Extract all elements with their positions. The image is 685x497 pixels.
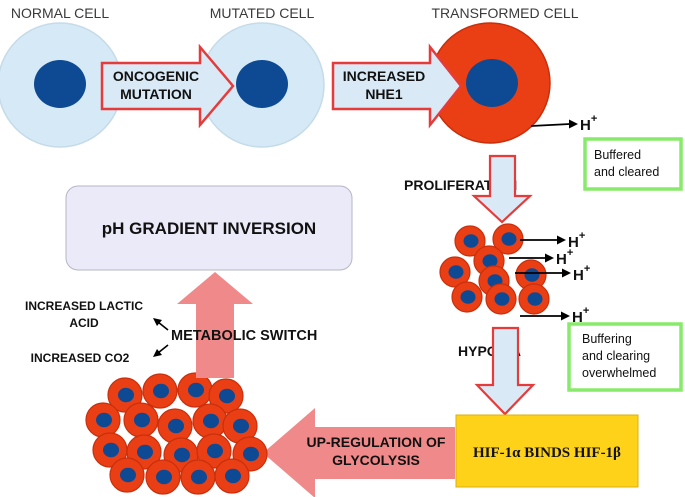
tumor-cell-nucleus [527, 292, 543, 306]
svg-text:H+: H+ [573, 263, 590, 284]
tumor-cell-nucleus [174, 447, 190, 463]
hypoxia-arrow [474, 326, 536, 416]
oncogenic-label-line1: ONCOGENIC [113, 68, 199, 84]
tumor-cell-nucleus [243, 446, 259, 462]
lactic-acid-label-line2: ACID [69, 316, 99, 330]
buffering-overwhelmed-box: Buffering and clearing overwhelmed [567, 322, 683, 392]
svg-text:H+: H+ [572, 305, 589, 326]
tumor-cell-nucleus [203, 413, 219, 429]
co2-arrow [153, 344, 169, 357]
tumor-cell-nucleus [96, 412, 112, 428]
label-transformed-cell: TRANSFORMED CELL [431, 5, 578, 21]
nhe1-label-line2: NHE1 [365, 86, 403, 102]
proliferation-arrow [471, 154, 533, 224]
svg-text:Buffered: Buffered [594, 148, 641, 162]
buffered-cleared-box: Buffered and cleared [583, 137, 683, 191]
tumor-cell-nucleus [524, 268, 540, 282]
tumor-cell [180, 459, 216, 495]
tumor-cell-nucleus [448, 265, 464, 279]
glycolysis-arrow: UP-REGULATION OF GLYCOLYSIS [263, 408, 455, 497]
ph-gradient-box: pH GRADIENT INVERSION [65, 185, 353, 271]
lactic-acid-arrow [153, 318, 169, 331]
tumor-cell [492, 223, 524, 255]
tumor-cell-nucleus [463, 234, 479, 248]
tumor-cell [145, 459, 181, 495]
metabolic-switch-label: METABOLIC SWITCH [171, 328, 317, 344]
tumor-cell-nucleus [118, 387, 134, 403]
proton-cluster-2: H+ [509, 247, 573, 268]
tumor-cell [177, 372, 213, 408]
tumor-cell-nucleus [219, 388, 235, 404]
tumor-cell [485, 283, 517, 315]
tumor-cell [439, 256, 471, 288]
tumor-cell [92, 432, 128, 468]
nhe1-label-line1: INCREASED [343, 68, 425, 84]
tumor-cell [142, 373, 178, 409]
tumor-cell-nucleus [225, 468, 241, 484]
tumor-cell [192, 403, 228, 439]
tumor-cell [222, 408, 258, 444]
transformed-cell-nucleus [466, 59, 518, 107]
proton-transformed: H+ [530, 113, 597, 134]
increased-nhe1-arrow: INCREASED NHE1 [331, 43, 463, 129]
glycolytic-cell-mass [85, 372, 268, 495]
tumor-cell-nucleus [233, 418, 249, 434]
svg-text:H+: H+ [556, 247, 573, 268]
oncogenic-mutation-arrow: ONCOGENIC MUTATION [100, 43, 235, 129]
tumor-cell-nucleus [188, 382, 204, 398]
svg-text:and cleared: and cleared [594, 165, 659, 179]
svg-text:GLYCOLYSIS: GLYCOLYSIS [332, 452, 420, 468]
tumor-cell-nucleus [494, 292, 510, 306]
proton-cluster-3: H+ [515, 263, 590, 284]
svg-text:and clearing: and clearing [582, 349, 650, 363]
mutated-cell-nucleus [236, 60, 288, 108]
proliferating-cell-cluster [439, 223, 550, 315]
oncogenic-label-line2: MUTATION [120, 86, 192, 102]
normal-cell-nucleus [34, 60, 86, 108]
tumor-cell [454, 225, 486, 257]
label-normal-cell: NORMAL CELL [11, 5, 110, 21]
tumor-cell-nucleus [156, 469, 172, 485]
svg-text:Buffering: Buffering [582, 332, 632, 346]
tumor-cell-nucleus [137, 444, 153, 460]
tumor-cell [515, 259, 547, 291]
tumor-cell-nucleus [120, 467, 136, 483]
tumor-cell [208, 378, 244, 414]
tumor-cell-nucleus [134, 412, 150, 428]
tumor-cell-nucleus [168, 418, 184, 434]
tumor-cell-nucleus [153, 383, 169, 399]
tumor-cell [157, 408, 193, 444]
metabolic-switch-arrow [177, 272, 253, 378]
tumor-cell [196, 433, 232, 469]
svg-text:overwhelmed: overwhelmed [582, 366, 656, 380]
hif-box: HIF-1α BINDS HIF-1β [455, 414, 639, 488]
tumor-cell-nucleus [482, 254, 498, 268]
tumor-cell [214, 458, 250, 494]
proton-cluster-4: H+ [520, 305, 589, 326]
transformed-cell [429, 22, 551, 144]
tumor-cell [518, 283, 550, 315]
tumor-cell-nucleus [103, 442, 119, 458]
svg-text:UP-REGULATION OF: UP-REGULATION OF [307, 434, 446, 450]
label-mutated-cell: MUTATED CELL [210, 5, 315, 21]
lactic-acid-label-line1: INCREASED LACTIC [25, 299, 143, 313]
normal-cell [0, 22, 123, 148]
svg-text:H+: H+ [580, 113, 597, 134]
proton-cluster-1: H+ [520, 230, 585, 251]
ph-gradient-label: pH GRADIENT INVERSION [102, 219, 316, 238]
co2-label: INCREASED CO2 [31, 351, 130, 365]
tumor-cell-nucleus [191, 469, 207, 485]
svg-text:H+: H+ [568, 230, 585, 251]
tumor-cell [85, 402, 121, 438]
svg-text:HIF-1α BINDS HIF-1β: HIF-1α BINDS HIF-1β [473, 445, 621, 461]
tumor-cell-nucleus [501, 232, 517, 246]
tumor-cell [107, 377, 143, 413]
tumor-cell-nucleus [207, 443, 223, 459]
tumor-cell [123, 402, 159, 438]
tumor-cell-nucleus [460, 290, 476, 304]
tumor-cell [451, 281, 483, 313]
tumor-cell [109, 457, 145, 493]
